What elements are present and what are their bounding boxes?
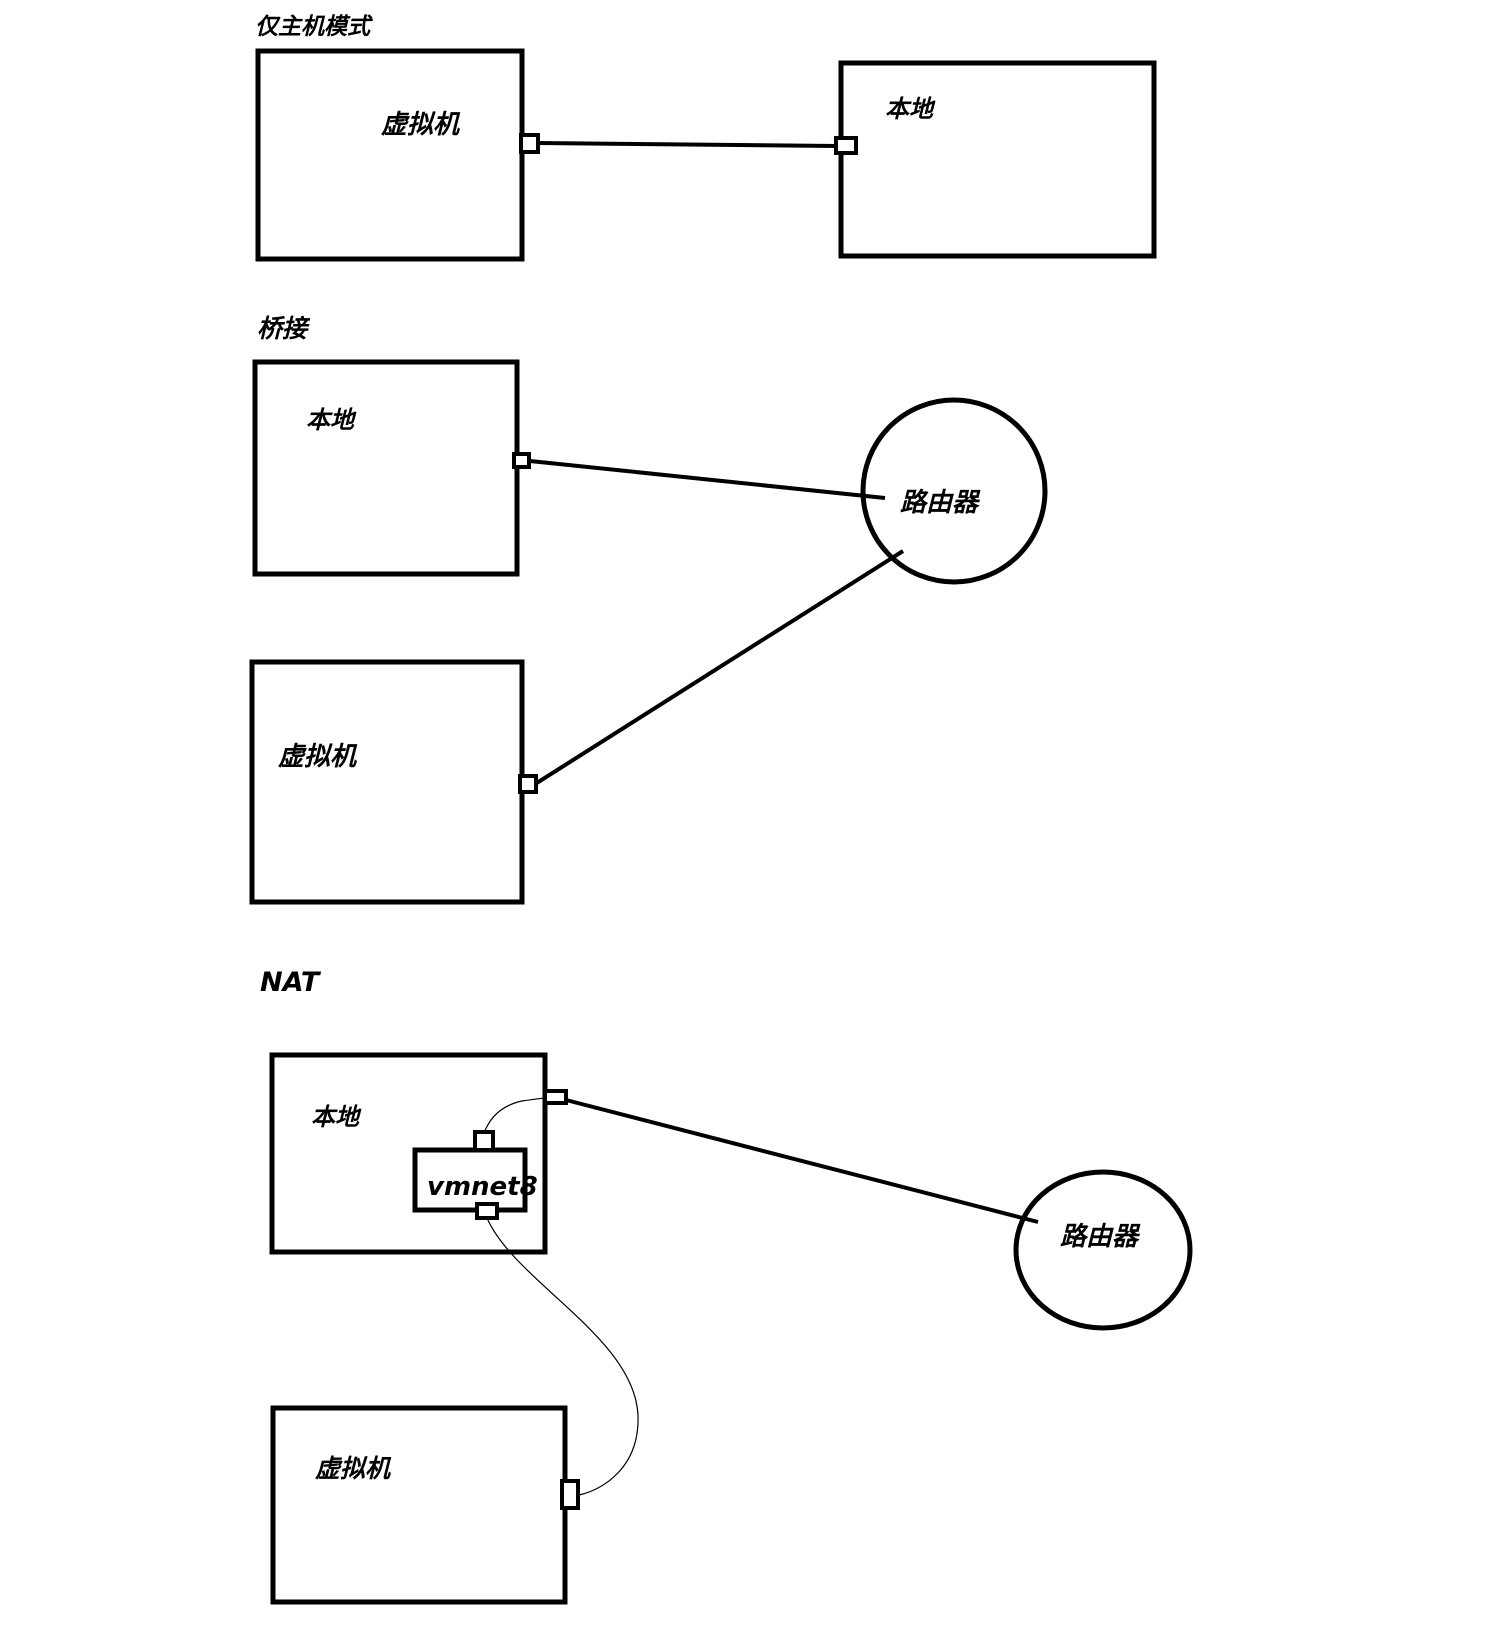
bridged-vm-router-line <box>530 549 905 788</box>
host-only-local-label: 本地 <box>885 95 936 123</box>
host-only-vm-label: 虚拟机 <box>381 110 461 140</box>
host-only-vm-port <box>519 133 540 154</box>
section-title-bridged: 桥接 <box>257 314 311 343</box>
nat-local-port <box>543 1089 568 1105</box>
bridged-local-box <box>252 359 520 577</box>
nat-router-circle <box>1013 1169 1193 1331</box>
bridged-vm-box <box>249 659 525 905</box>
bridged-router-circle <box>860 397 1048 585</box>
nat-vmnet8-to-vm-curve <box>486 1217 639 1496</box>
host-only-local-box <box>838 60 1157 259</box>
bridged-router-label: 路由器 <box>900 488 981 518</box>
nat-vm-box <box>270 1405 568 1605</box>
bridged-local-router-line <box>529 459 886 500</box>
bridged-vm-label: 虚拟机 <box>278 742 358 772</box>
host-only-vm-box <box>255 48 525 262</box>
section-title-host-only: 仅主机模式 <box>255 14 374 40</box>
nat-vm-port <box>560 1479 580 1510</box>
nat-local-router-line <box>565 1098 1039 1224</box>
bridged-local-port <box>512 452 531 469</box>
nat-vm-label: 虚拟机 <box>315 1454 392 1483</box>
host-only-connection-line <box>537 141 839 148</box>
bridged-local-label: 本地 <box>306 406 357 434</box>
bridged-vm-port <box>518 774 538 794</box>
nat-vmnet8-top-port <box>473 1130 495 1152</box>
nat-vmnet8-box <box>412 1147 528 1213</box>
host-only-local-port <box>834 136 858 155</box>
nat-vmnet8-bottom-port <box>475 1202 499 1220</box>
nat-local-label: 本地 <box>311 1103 362 1131</box>
section-title-nat: NAT <box>260 967 322 998</box>
nat-vmnet8-label: vmnet8 <box>427 1172 538 1202</box>
nat-router-label: 路由器 <box>1060 1222 1141 1252</box>
